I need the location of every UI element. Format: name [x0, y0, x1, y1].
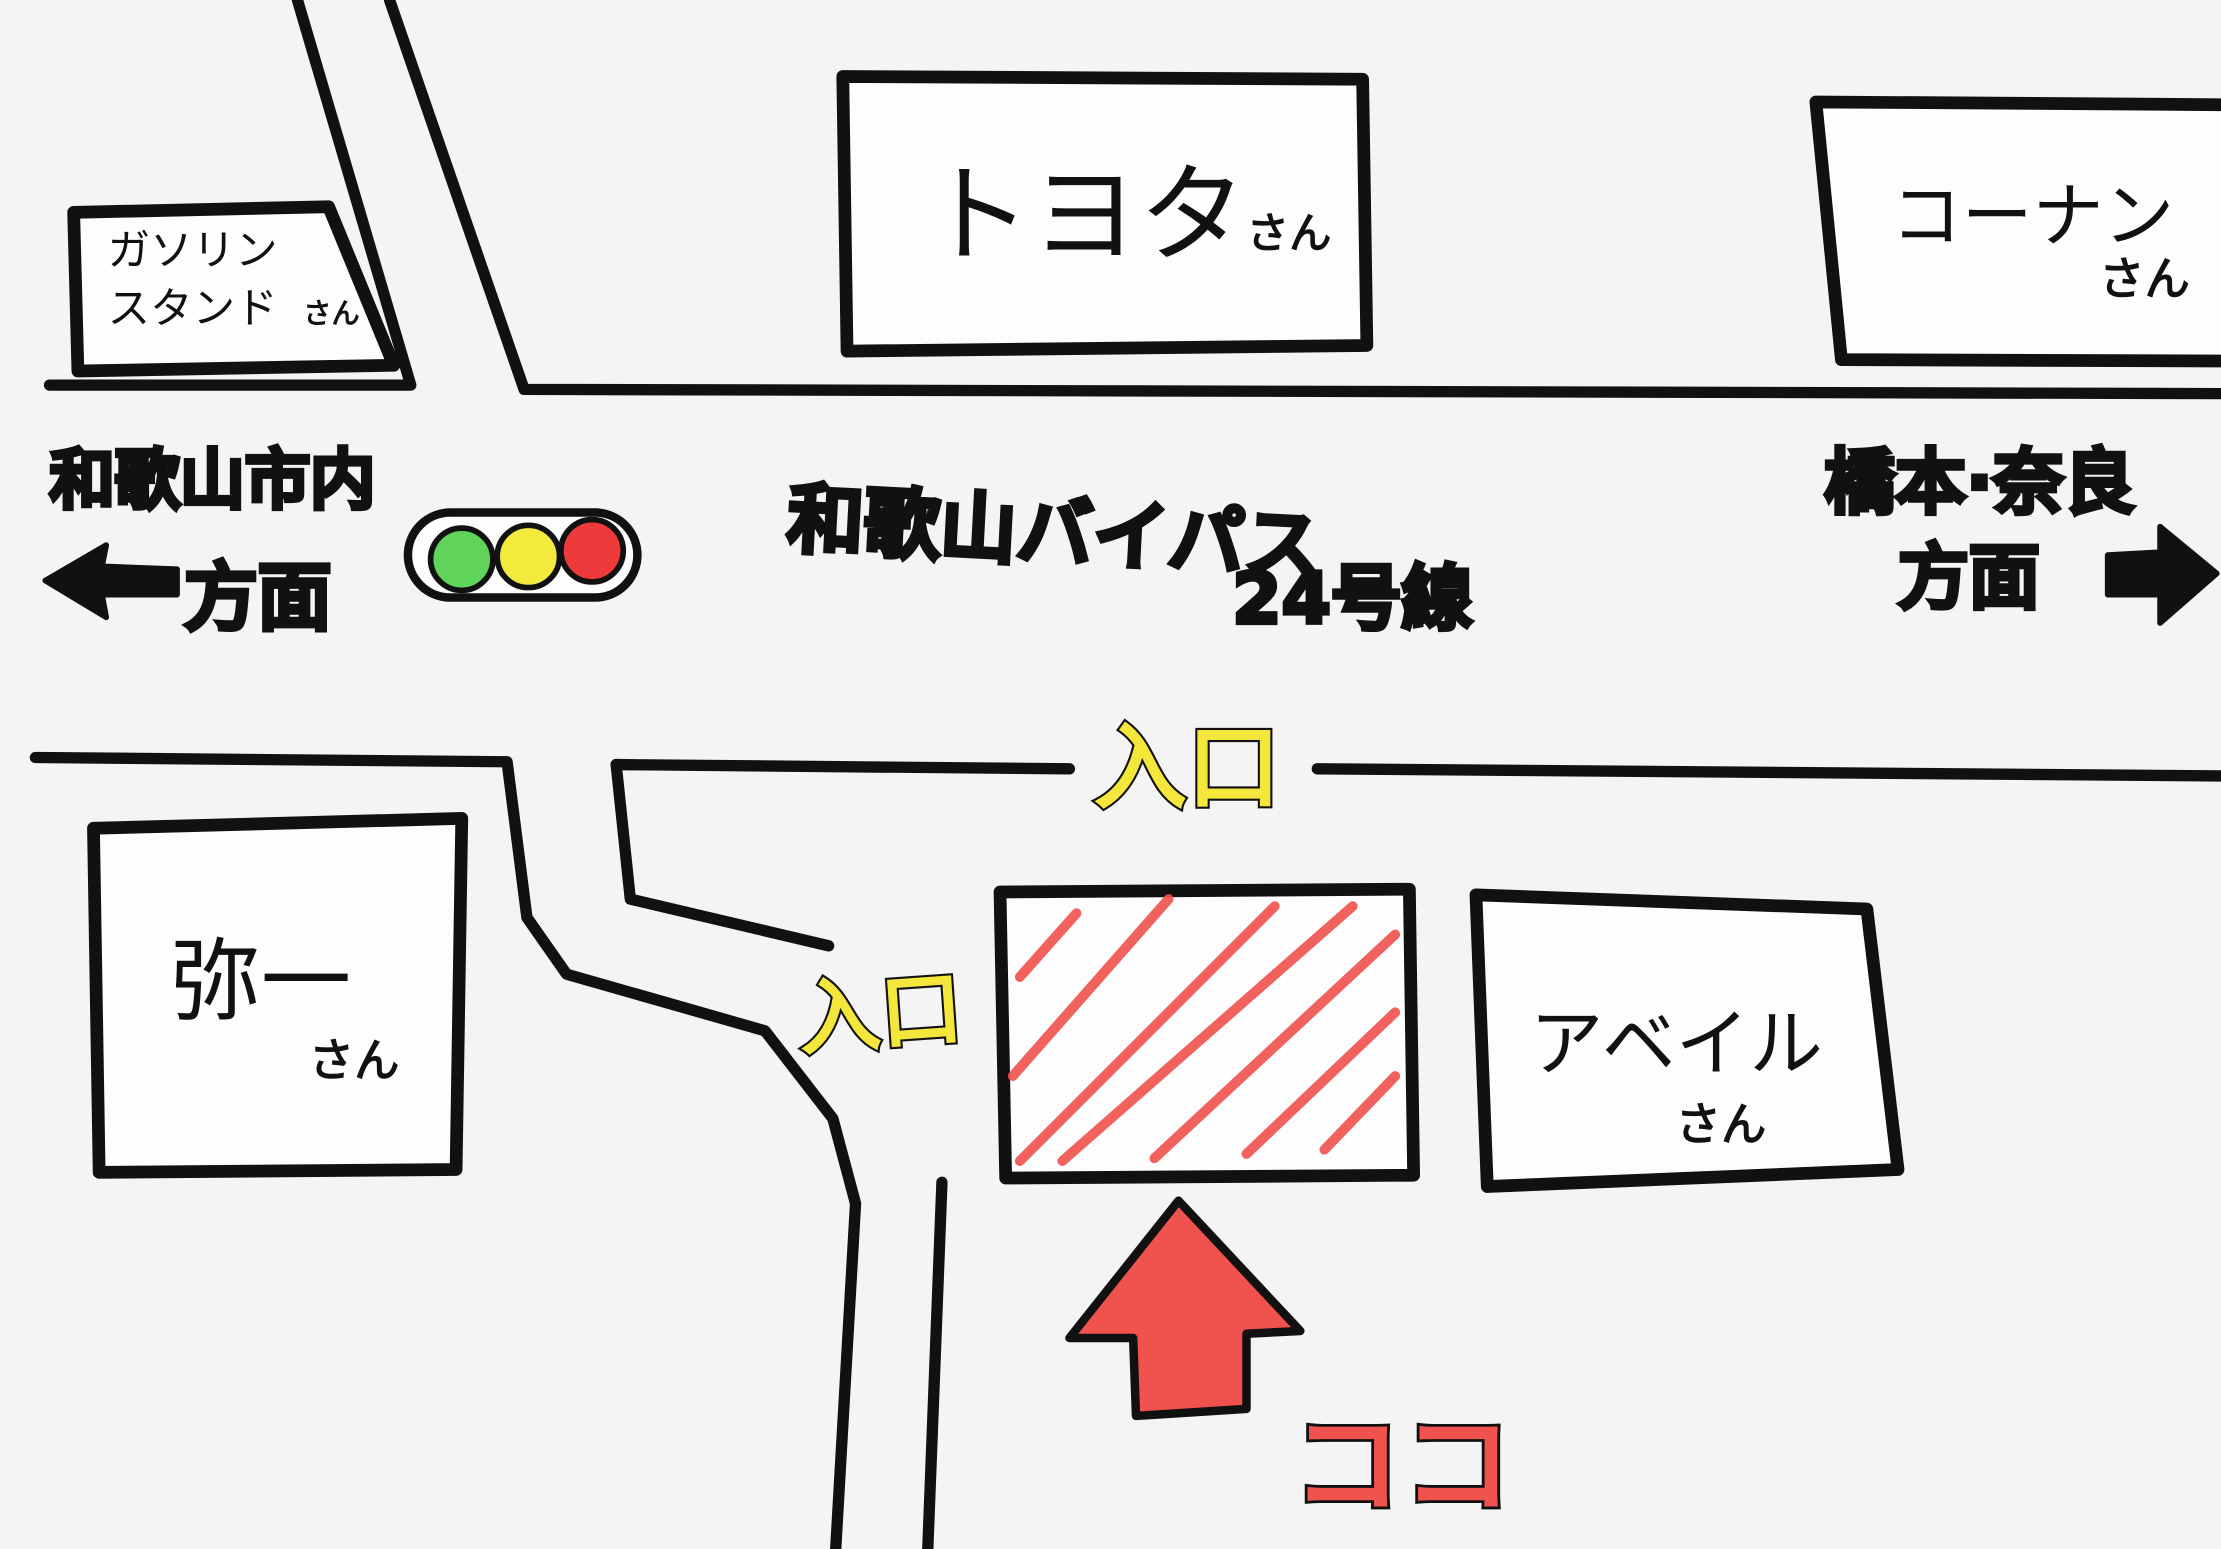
gas-station-label-2: スタンド: [108, 285, 278, 334]
avail-suffix: さん: [1676, 1098, 1767, 1151]
arrow-up-icon: [1065, 1196, 1305, 1421]
yaichi-label: 弥一: [170, 929, 351, 1034]
here-label: ココ: [1292, 1402, 1513, 1531]
gas-station-label: ガソリン: [108, 227, 278, 276]
target-site: [993, 882, 1420, 1185]
entrance-label-main: 入口: [1094, 714, 1281, 823]
direction-right: 橋本·奈良 方面: [1822, 439, 2220, 626]
yaichi-suffix: さん: [309, 1034, 400, 1087]
gas-station-building: ガソリン スタンド さん: [67, 200, 401, 378]
konan-building: コーナン さん: [1809, 95, 2221, 368]
toyota-building: トヨタ さん: [836, 70, 1374, 358]
direction-left: 和歌山市内 方面: [42, 442, 377, 643]
road-number-label: 24号線: [1232, 557, 1472, 640]
direction-left-label: 和歌山市内: [50, 444, 376, 519]
arrow-left-icon: [42, 542, 180, 621]
entrance-label-side: 入口: [795, 962, 966, 1068]
road-lines: [29, 0, 2221, 1549]
direction-left-label-2: 方面: [184, 556, 331, 641]
konan-suffix: さん: [2099, 253, 2190, 306]
arrow-right-icon: [2104, 523, 2220, 626]
toyota-suffix: さん: [1246, 210, 1331, 259]
yaichi-building: 弥一 さん: [87, 812, 469, 1179]
toyota-label: トヨタ: [924, 153, 1247, 278]
gas-station-suffix: さん: [303, 297, 360, 330]
traffic-light-icon: [403, 508, 642, 602]
direction-right-label: 橋本·奈良: [1824, 441, 2134, 524]
avail-label: アベイル: [1530, 1002, 1823, 1087]
avail-building: アベイル さん: [1469, 888, 1905, 1193]
direction-right-label-2: 方面: [1898, 536, 2040, 619]
konan-label: コーナン: [1891, 175, 2174, 258]
